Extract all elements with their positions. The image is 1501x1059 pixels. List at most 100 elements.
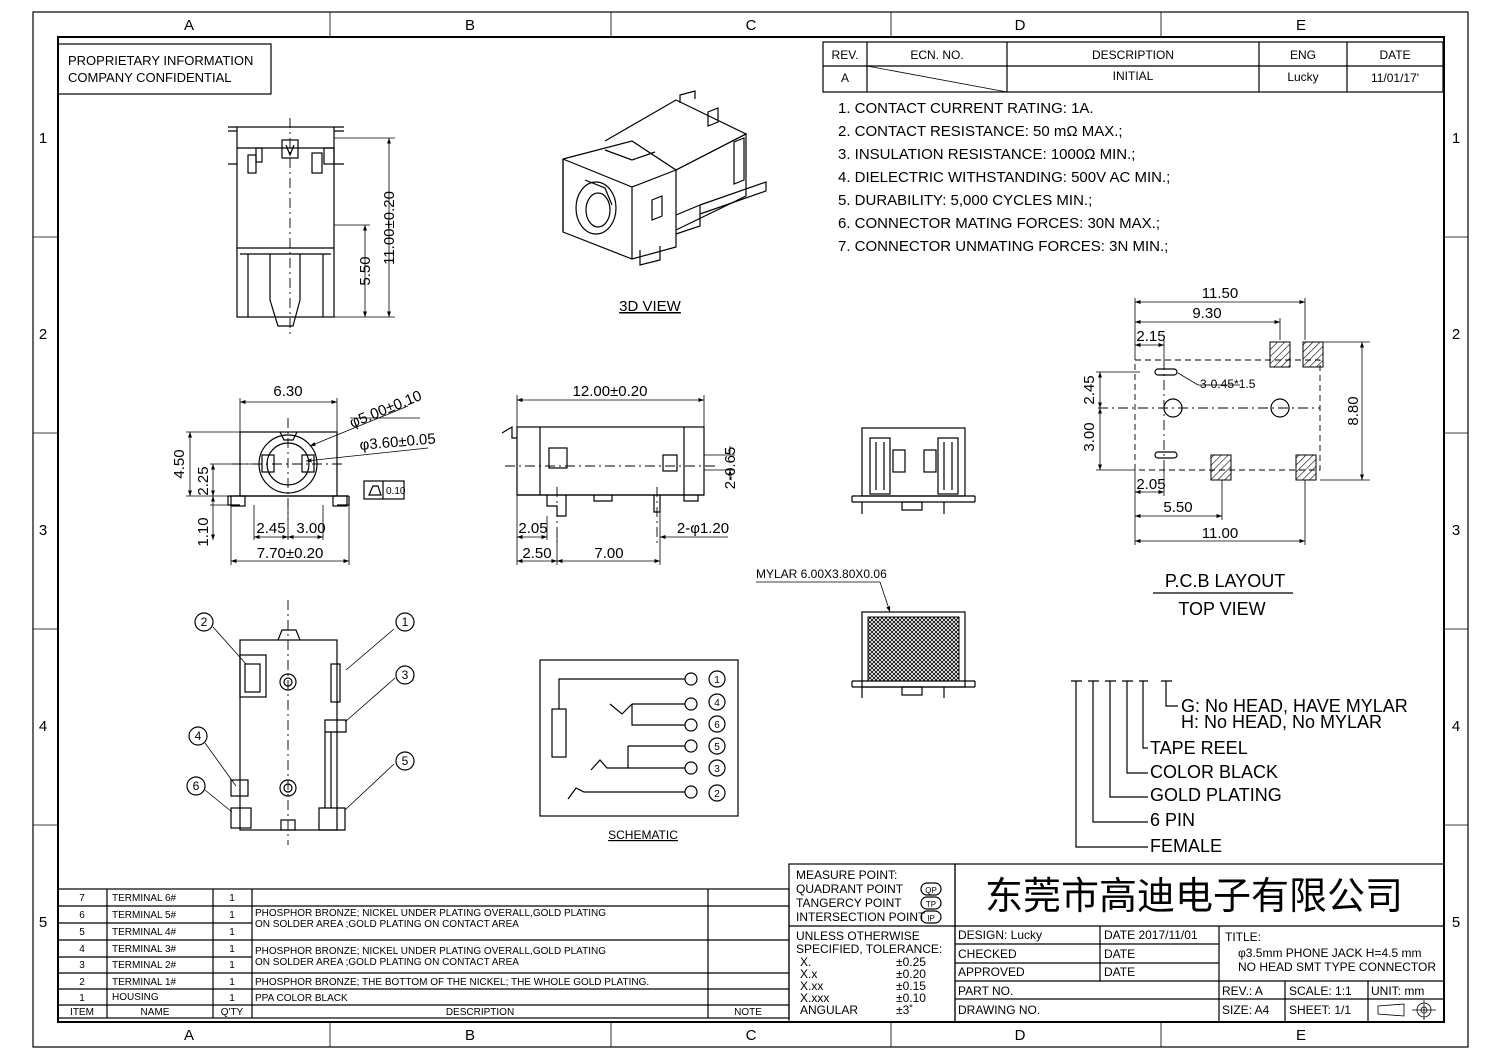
balloon-1: 1 [402, 615, 409, 629]
note-2: 2. CONTACT RESISTANCE: 50 mΩ MAX.; [838, 123, 1123, 140]
bom-header-note: NOTE [734, 1007, 762, 1018]
tol-key-3: X.xxx [800, 991, 829, 1005]
bom-item-2: 2 [79, 977, 85, 988]
grid-row-left-5: 5 [39, 914, 47, 931]
measure-inter-tag: IP [927, 914, 935, 923]
ordering-code: G: No HEAD, HAVE MYLAR H: No HEAD, No MY… [1071, 680, 1408, 856]
dim-pcb-11-00: 11.00 [1202, 525, 1238, 542]
grid-col-top-a: A [184, 17, 194, 34]
dim-front-bottom: 1.10 [195, 517, 212, 546]
tol-key-4: ANGULAR [800, 1003, 858, 1017]
schematic-pin-6: 6 [714, 720, 720, 731]
bom-qty-1: 1 [229, 993, 235, 1004]
title-drawing-no: DRAWING NO. [958, 1003, 1040, 1017]
dim-diameter-inner: φ3.60±0.05 [359, 430, 437, 454]
rev-row-date: 11/01/17' [1371, 71, 1419, 85]
dim-pcb-3-00: 3.00 [1081, 422, 1098, 451]
dim-diameter-outer: φ5.00±0.10 [347, 387, 424, 431]
dim-top-length: 12.00±0.20 [573, 383, 648, 400]
title-line-2: NO HEAD SMT TYPE CONNECTOR [1238, 960, 1436, 974]
note-1: 1. CONTACT CURRENT RATING: 1A. [838, 100, 1094, 117]
dim-pcb-2-15: 2.15 [1136, 328, 1165, 345]
dim-front-total: 7.70±0.20 [257, 545, 324, 562]
bom-name-4: TERMINAL 3# [112, 944, 177, 955]
bom-name-5: TERMINAL 4# [112, 927, 177, 938]
schematic-pin-4: 4 [714, 698, 720, 709]
label-top-view: TOP VIEW [1178, 599, 1265, 619]
tol-val-1: ±0.20 [896, 967, 926, 981]
proprietary-line-2: COMPANY CONFIDENTIAL [68, 70, 231, 85]
flatness-tolerance: 0.10 [386, 486, 406, 497]
grid-row-right-4: 4 [1452, 718, 1460, 735]
bom-item-7: 7 [79, 893, 85, 904]
note-6: 6. CONNECTOR MATING FORCES: 30N MAX.; [838, 215, 1160, 232]
grid-column-labels: A B C D E A B C D E [184, 12, 1306, 1047]
order-color: COLOR BLACK [1150, 762, 1278, 782]
order-female: FEMALE [1150, 836, 1222, 856]
grid-col-bottom-a: A [184, 1027, 194, 1044]
measure-tan: TANGERCY POINT [796, 896, 902, 910]
grid-col-bottom-d: D [1015, 1027, 1026, 1044]
end-view [851, 427, 976, 514]
dim-top-pin: 2-0.65 [722, 447, 739, 490]
dim-front-center: 2.25 [195, 466, 212, 495]
bom-name-3: TERMINAL 2# [112, 960, 177, 971]
rev-header-date: DATE [1379, 48, 1410, 62]
outer-border [32, 11, 1469, 1048]
dim-pcb-5-50: 5.50 [1163, 499, 1192, 516]
grid-col-top-d: D [1015, 17, 1026, 34]
length-view: 12.00±0.20 2-0.65 2.05 2-φ1.20 2.50 7.00 [501, 383, 739, 565]
title-sheet: SHEET: 1/1 [1289, 1003, 1351, 1017]
pcb-layout: 11.50 9.30 2.15 2.45 3.00 8.80 3-0.45*1.… [1081, 285, 1370, 619]
bom-header-item: ITEM [70, 1007, 94, 1018]
title-checked: CHECKED [958, 947, 1017, 961]
label-schematic: SCHEMATIC [608, 828, 678, 842]
tol-val-0: ±0.25 [896, 955, 926, 969]
bom-name-1: HOUSING [112, 992, 159, 1003]
title-date-1: DATE 2017/11/01 [1104, 928, 1198, 942]
bom-header-desc: DESCRIPTION [446, 1007, 514, 1018]
grid-col-bottom-e: E [1296, 1027, 1306, 1044]
tol-val-3: ±0.10 [896, 991, 926, 1005]
grid-row-right-3: 3 [1452, 522, 1460, 539]
balloon-2: 2 [201, 615, 208, 629]
grid-col-bottom-c: C [746, 1027, 757, 1044]
projection-symbol-icon [1377, 1000, 1436, 1020]
bom-table: 7 TERMINAL 6# 1 6 TERMINAL 5# 1 5 TERMIN… [57, 888, 790, 1019]
tolerance-line-1: UNLESS OTHERWISE [796, 929, 920, 943]
measure-title: MEASURE POINT: [796, 868, 897, 882]
dim-side-height: 11.00±0.20 [381, 191, 398, 265]
title-size: SIZE: A4 [1222, 1003, 1270, 1017]
bom-desc-d: PPA COLOR BLACK [255, 993, 348, 1004]
bom-qty-3: 1 [229, 960, 235, 971]
title-design: DESIGN: Lucky [958, 928, 1042, 942]
rev-header-rev: REV. [832, 48, 859, 62]
grid-row-left-2: 2 [39, 326, 47, 343]
title-part-no: PART NO. [958, 984, 1013, 998]
tol-key-0: X. [800, 955, 811, 969]
grid-row-labels: 1 2 3 4 5 1 2 3 4 5 [33, 130, 1468, 931]
dim-pcb-9-30: 9.30 [1192, 305, 1221, 322]
title-approved: APPROVED [958, 965, 1025, 979]
balloon-6: 6 [193, 779, 200, 793]
title-date-2: DATE [1104, 947, 1135, 961]
dim-top-c: 7.00 [594, 545, 623, 562]
grid-row-left-3: 3 [39, 522, 47, 539]
schematic-pin-2: 2 [714, 789, 720, 800]
rev-row-description: INITIAL [1113, 69, 1154, 83]
note-5: 5. DURABILITY: 5,000 CYCLES MIN.; [838, 192, 1092, 209]
dim-top-b: 2.50 [522, 545, 551, 562]
dim-pcb-2-45: 2.45 [1081, 375, 1098, 404]
proprietary-line-1: PROPRIETARY INFORMATION [68, 53, 253, 68]
proprietary-box: PROPRIETARY INFORMATION COMPANY CONFIDEN… [57, 43, 272, 95]
bom-header-name: NAME [141, 1007, 170, 1018]
bom-header-qty: Q'TY [221, 1007, 244, 1018]
bom-qty-7: 1 [229, 893, 235, 904]
measure-quad: QUADRANT POINT [796, 882, 904, 896]
bom-item-1: 1 [79, 993, 85, 1004]
dim-front-height: 4.50 [171, 449, 188, 478]
bom-item-6: 6 [79, 910, 85, 921]
bom-name-7: TERMINAL 6# [112, 893, 177, 904]
bom-desc-a1: PHOSPHOR BRONZE; NICKEL UNDER PLATING OV… [255, 908, 606, 919]
title-date-3: DATE [1104, 965, 1135, 979]
